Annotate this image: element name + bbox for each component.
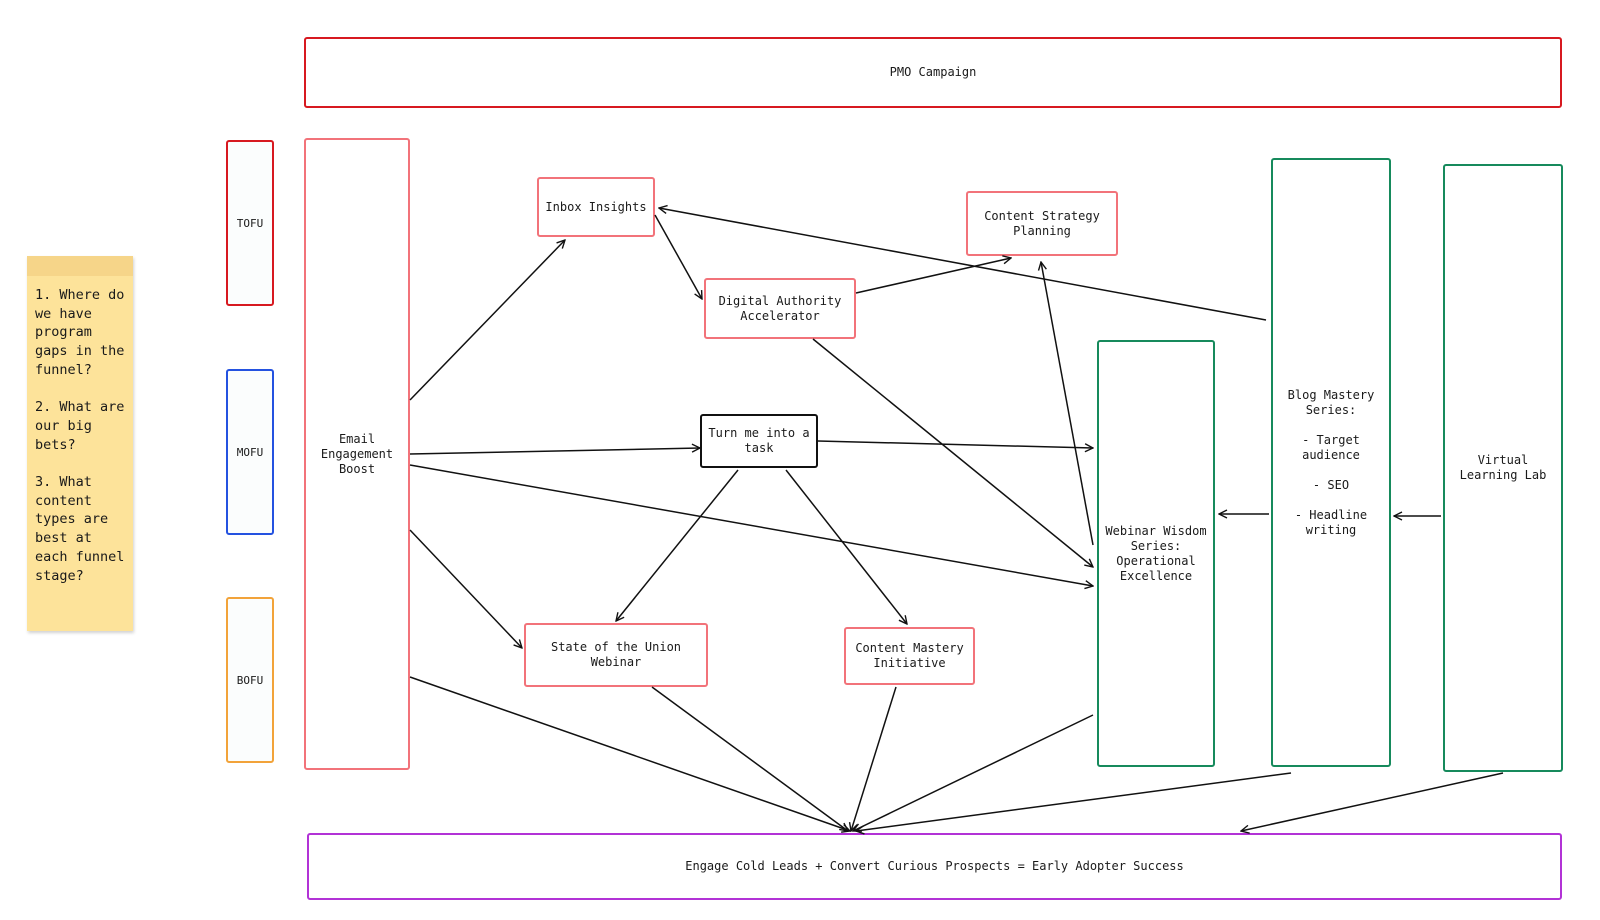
arrow-task-to-state-of-union xyxy=(616,469,739,621)
arrow-task-to-webinar-wisdom xyxy=(817,440,1093,448)
inbox-insights-node[interactable]: Inbox Insights xyxy=(537,177,655,237)
mofu-label: MOFU xyxy=(236,445,264,459)
arrow-content-mastery-to-goal xyxy=(851,686,897,831)
arrow-state-of-union-to-goal xyxy=(651,686,848,831)
content-strategy-planning-label: Content Strategy Planning xyxy=(984,208,1100,238)
virtual-learning-lab-node[interactable]: Virtual Learning Lab xyxy=(1443,164,1563,772)
turn-me-into-a-task-label: Turn me into a task xyxy=(708,426,810,455)
sticky-note-text: 1. Where do we have program gaps in the … xyxy=(35,287,125,584)
arrow-email-to-state-of-union xyxy=(409,529,522,648)
arrow-email-to-goal xyxy=(409,676,850,831)
arrow-email-to-inbox-insights xyxy=(409,240,565,401)
digital-authority-accelerator-label: Digital Authority Accelerator xyxy=(718,293,842,323)
digital-authority-accelerator-node[interactable]: Digital Authority Accelerator xyxy=(704,278,856,339)
arrow-virtual-lab-to-goal xyxy=(1241,772,1504,831)
content-mastery-initiative-label: Content Mastery Initiative xyxy=(855,641,964,670)
arrow-email-to-task xyxy=(409,448,700,455)
state-of-the-union-webinar-label: State of the Union Webinar xyxy=(550,640,682,669)
arrow-webinar-wisdom-to-content-strategy xyxy=(1041,262,1094,546)
tofu-label: TOFU xyxy=(236,216,264,230)
arrow-task-to-content-mastery xyxy=(785,469,907,624)
bofu-stage[interactable]: BOFU xyxy=(226,597,274,763)
blog-mastery-series-node[interactable]: Blog Mastery Series: - Target audience -… xyxy=(1271,158,1391,767)
tofu-stage[interactable]: TOFU xyxy=(226,140,274,306)
sticky-note-header-strip xyxy=(27,256,133,276)
pmo-campaign-label: PMO Campaign xyxy=(889,65,977,79)
arrow-digital-authority-to-webinar-wisdom xyxy=(812,338,1093,567)
goal-footer[interactable]: Engage Cold Leads + Convert Curious Pros… xyxy=(307,833,1562,900)
arrow-digital-authority-to-content-strategy xyxy=(855,258,1011,294)
blog-mastery-series-label: Blog Mastery Series: - Target audience -… xyxy=(1287,387,1375,537)
email-engagement-boost-label: Email Engagement Boost xyxy=(320,431,394,476)
arrow-webinar-wisdom-to-goal xyxy=(853,714,1094,831)
email-engagement-boost-node[interactable]: Email Engagement Boost xyxy=(304,138,410,770)
pmo-campaign-header[interactable]: PMO Campaign xyxy=(304,37,1562,108)
arrow-inbox-to-digital-authority xyxy=(654,214,702,299)
content-strategy-planning-node[interactable]: Content Strategy Planning xyxy=(966,191,1118,256)
content-mastery-initiative-node[interactable]: Content Mastery Initiative xyxy=(844,627,975,685)
virtual-learning-lab-label: Virtual Learning Lab xyxy=(1459,453,1547,482)
sticky-note[interactable]: 1. Where do we have program gaps in the … xyxy=(27,256,133,631)
webinar-wisdom-series-node[interactable]: Webinar Wisdom Series: Operational Excel… xyxy=(1097,340,1215,767)
webinar-wisdom-series-label: Webinar Wisdom Series: Operational Excel… xyxy=(1105,523,1207,583)
state-of-the-union-webinar-node[interactable]: State of the Union Webinar xyxy=(524,623,708,687)
turn-me-into-a-task-node[interactable]: Turn me into a task xyxy=(700,414,818,468)
mofu-stage[interactable]: MOFU xyxy=(226,369,274,535)
inbox-insights-label: Inbox Insights xyxy=(545,199,647,214)
bofu-label: BOFU xyxy=(236,673,264,687)
arrow-email-to-webinar-wisdom xyxy=(409,464,1093,586)
goal-footer-label: Engage Cold Leads + Convert Curious Pros… xyxy=(685,859,1184,873)
arrow-blog-to-goal xyxy=(856,772,1292,831)
